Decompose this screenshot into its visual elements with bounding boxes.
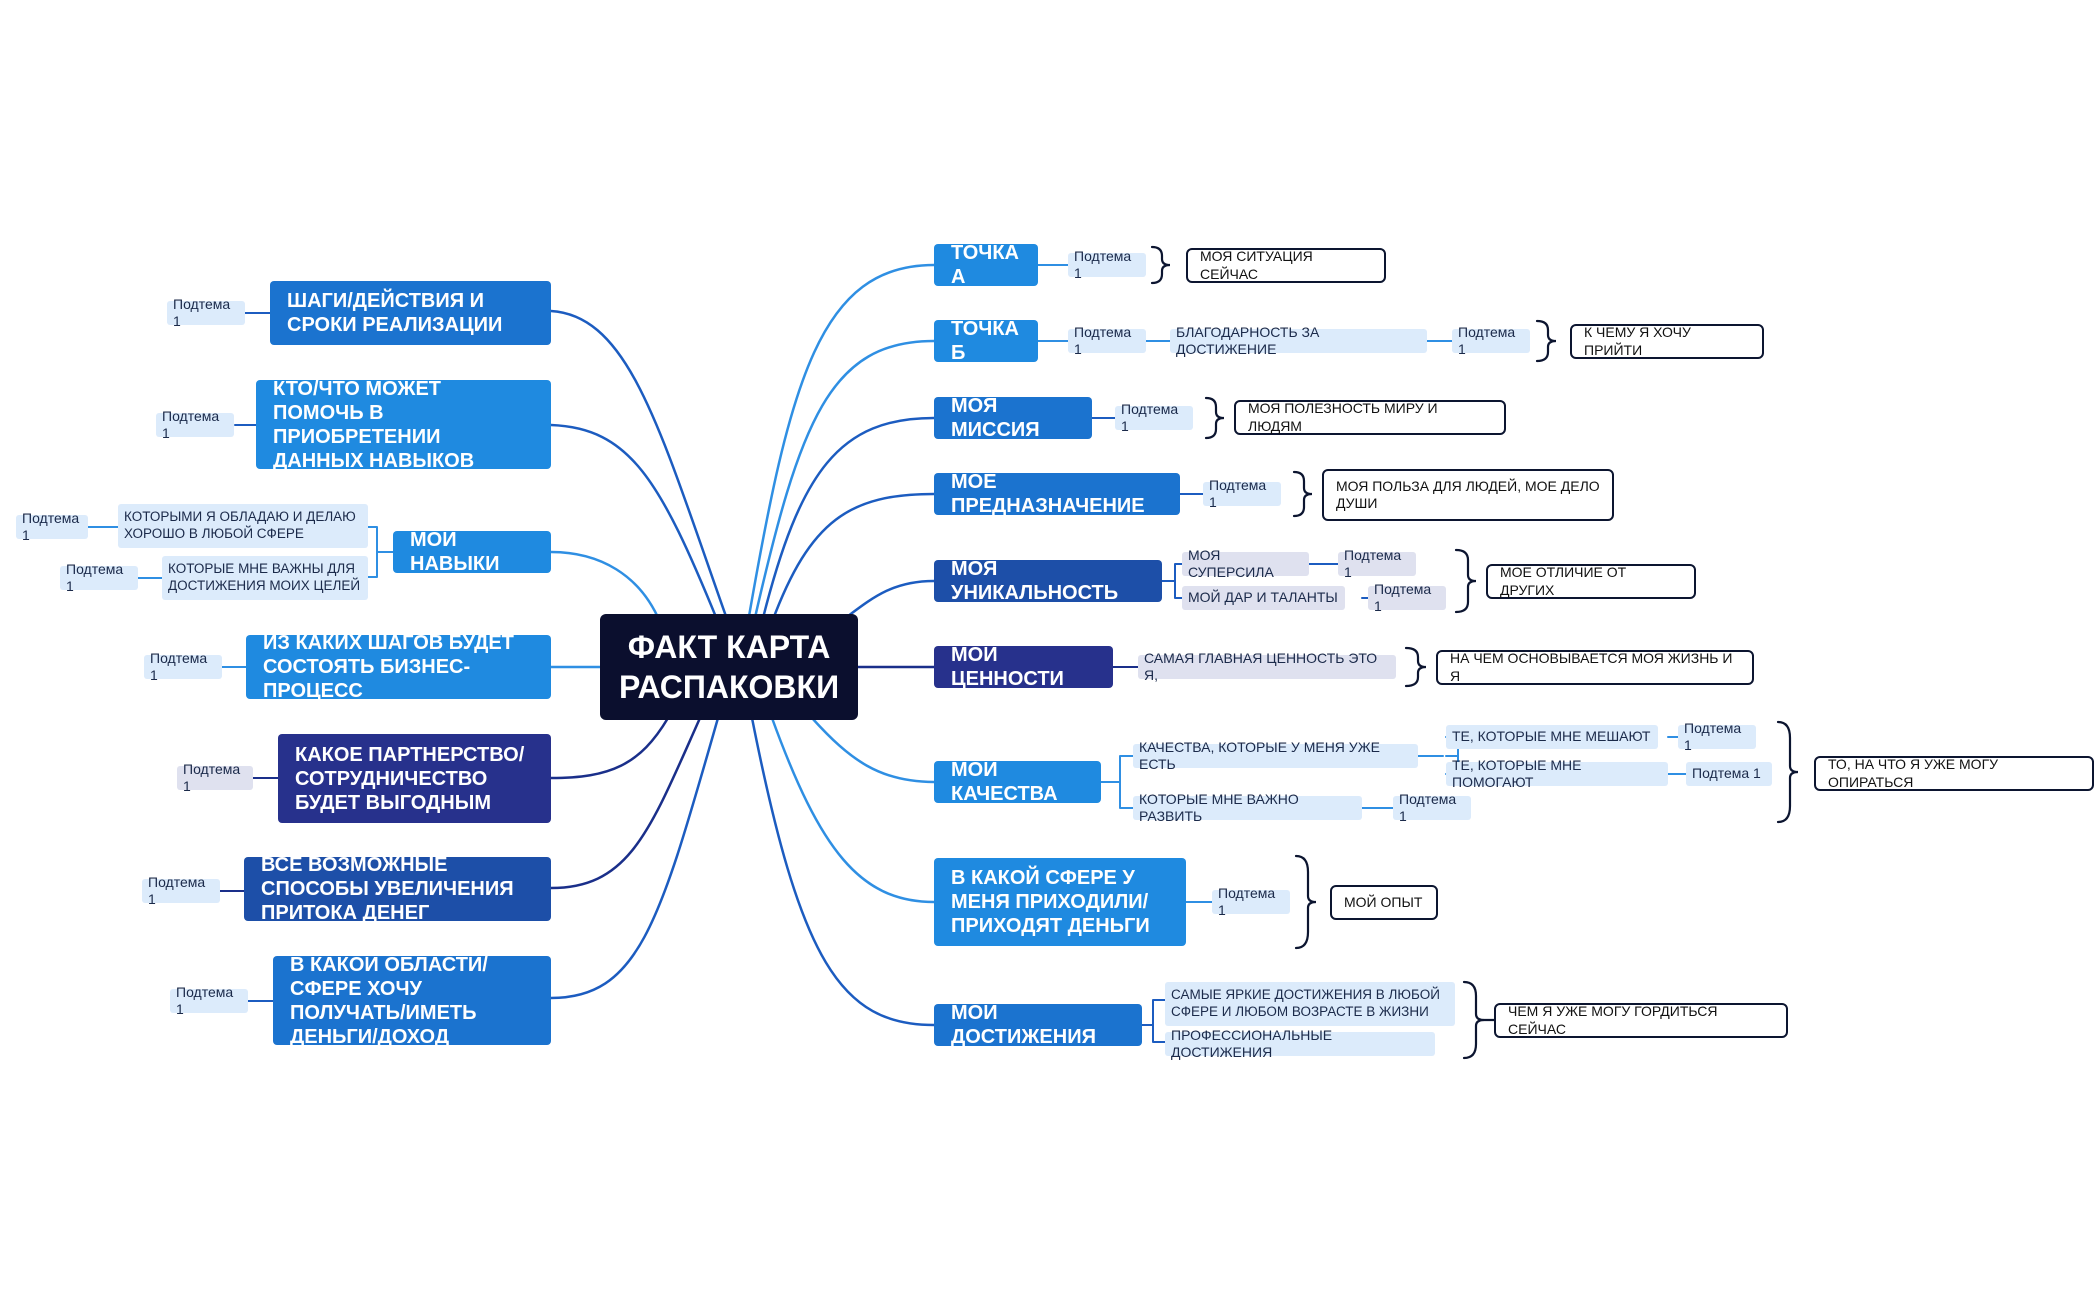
link-shagi — [549, 309, 730, 624]
summary-tochka-b[interactable]: К ЧЕМУ Я ХОЧУ ПРИЙТИ — [1570, 324, 1764, 359]
topic-tochka-a[interactable]: ТОЧКА А — [934, 242, 1038, 288]
brace-missiya — [1204, 396, 1225, 440]
summary-prednaz[interactable]: МОЯ ПОЛЬЗА ДЛЯ ЛЮДЕЙ, МОЕ ДЕЛО ДУШИ — [1322, 469, 1614, 521]
topic-shagov[interactable]: ИЗ КАКИХ ШАГОВ БУДЕТ СОСТОЯТЬ БИЗНЕС-ПРО… — [246, 632, 551, 702]
topic-kachestva[interactable]: МОИ КАЧЕСТВА — [934, 759, 1101, 805]
topic-missiya[interactable]: МОЯ МИССИЯ — [934, 395, 1092, 441]
link-tochka-a — [746, 263, 936, 624]
summary-kachestva[interactable]: ТО, НА ЧТО Я УЖЕ МОГУ ОПИРАТЬСЯ — [1814, 756, 2094, 791]
subtopic-partner[interactable]: Подтема 1 — [177, 761, 253, 794]
link-tochka-b — [752, 339, 936, 624]
brace-dostizh — [1462, 980, 1485, 1060]
topic-dostizh[interactable]: МОИ ДОСТИЖЕНИЯ — [934, 1002, 1142, 1048]
subtopic-kach-1[interactable]: КАЧЕСТВА, КОТОРЫЕ У МЕНЯ УЖЕ ЕСТЬ — [1133, 739, 1418, 772]
summary-tsennosti[interactable]: НА ЧЕМ ОСНОВЫВАЕТСЯ МОЯ ЖИЗНЬ И Я — [1436, 650, 1754, 685]
topic-partner[interactable]: КАКОЕ ПАРТНЕРСТВО/ СОТРУДНИЧЕСТВО БУДЕТ … — [278, 734, 551, 823]
subtopic-tochka-a[interactable]: Подтема 1 — [1068, 248, 1146, 281]
central-topic[interactable]: ФАКТ КАРТА РАСПАКОВКИ — [600, 614, 858, 720]
topic-oblast[interactable]: В КАКОЙ ОБЛАСТИ/СФЕРЕ ХОЧУ ПОЛУЧАТЬ/ИМЕТ… — [273, 954, 551, 1048]
link-dostizh — [750, 716, 936, 1027]
summary-sfera[interactable]: МОЙ ОПЫТ — [1330, 885, 1438, 920]
subtopic-navyki-2-child[interactable]: Подтема 1 — [60, 561, 138, 594]
link-kto — [549, 423, 720, 624]
brace-b — [1535, 319, 1557, 363]
topic-kto[interactable]: КТО/ЧТО МОЖЕТ ПОМОЧЬ В ПРИОБРЕТЕНИИ ДАНН… — [256, 378, 551, 472]
subtopic-tochka-b-child[interactable]: Подтема 1 — [1452, 324, 1530, 357]
link-oblast — [549, 716, 720, 1000]
subtopic-dostizh-1[interactable]: САМЫЕ ЯРКИЕ ДОСТИЖЕНИЯ В ЛЮБОЙ СФЕРЕ И Л… — [1165, 982, 1455, 1026]
subtopic-kach-1b[interactable]: ТЕ, КОТОРЫЕ МНЕ ПОМОГАЮТ — [1446, 757, 1668, 790]
subtopic-navyki-2[interactable]: КОТОРЫЕ МНЕ ВАЖНЫ ДЛЯ ДОСТИЖЕНИЯ МОИХ ЦЕ… — [162, 556, 368, 600]
subtopic-kach-2-child[interactable]: Подтема 1 — [1393, 791, 1471, 824]
subtopic-kach-1b-child[interactable]: Подтема 1 — [1686, 762, 1772, 786]
brace-kach — [1776, 720, 1799, 824]
topic-navyki[interactable]: МОИ НАВЫКИ — [393, 529, 551, 575]
subtopic-kto[interactable]: Подтема 1 — [156, 408, 234, 441]
subtopic-sposoby[interactable]: Подтема 1 — [142, 874, 220, 907]
subtopic-unik-1[interactable]: МОЯ СУПЕРСИЛА — [1182, 547, 1309, 580]
brace-sfera — [1294, 854, 1317, 950]
subtopic-prednaz[interactable]: Подтема 1 — [1203, 477, 1281, 510]
subtopic-shagi[interactable]: Подтема 1 — [167, 296, 245, 329]
topic-tsennosti[interactable]: МОИ ЦЕННОСТИ — [934, 644, 1113, 690]
subtopic-kach-2[interactable]: КОТОРЫЕ МНЕ ВАЖНО РАЗВИТЬ — [1133, 791, 1362, 824]
topic-sfera[interactable]: В КАКОЙ СФЕРЕ У МЕНЯ ПРИХОДИЛИ/ПРИХОДЯТ … — [934, 858, 1186, 946]
topic-shagi[interactable]: ШАГИ/ДЕЙСТВИЯ И СРОКИ РЕАЛИЗАЦИИ — [270, 281, 551, 345]
subtopic-unik-2-child[interactable]: Подтема 1 — [1368, 581, 1446, 614]
summary-unik[interactable]: МОЕ ОТЛИЧИЕ ОТ ДРУГИХ — [1486, 564, 1696, 599]
topic-tochka-b[interactable]: ТОЧКА Б — [934, 318, 1038, 364]
subtopic-tochka-b[interactable]: Подтема 1 — [1068, 324, 1146, 357]
subtopic-missiya[interactable]: Подтема 1 — [1115, 401, 1193, 434]
brace-unik — [1454, 548, 1477, 614]
brace-prednaz — [1292, 470, 1313, 518]
topic-sposoby[interactable]: ВСЕ ВОЗМОЖНЫЕ СПОСОБЫ УВЕЛИЧЕНИЯ ПРИТОКА… — [244, 854, 551, 924]
link-partner — [549, 716, 670, 780]
topic-unik[interactable]: МОЯ УНИКАЛЬНОСТЬ — [934, 558, 1162, 604]
link-sfera — [770, 716, 936, 904]
subtopic-tochka-b-blagodarnost[interactable]: БЛАГОДАРНОСТЬ ЗА ДОСТИЖЕНИЕ — [1170, 324, 1427, 357]
topic-prednaz[interactable]: МОЕ ПРЕДНАЗНАЧЕНИЕ — [934, 471, 1180, 517]
subtopic-kach-1a-child[interactable]: Подтема 1 — [1678, 720, 1756, 753]
subtopic-dostizh-2[interactable]: ПРОФЕССИОНАЛЬНЫЕ ДОСТИЖЕНИЯ — [1165, 1027, 1435, 1060]
summary-missiya[interactable]: МОЯ ПОЛЕЗНОСТЬ МИРУ И ЛЮДЯМ — [1234, 400, 1506, 435]
summary-tochka-a[interactable]: МОЯ СИТУАЦИЯ СЕЙЧАС — [1186, 248, 1386, 283]
subtopic-kach-1a[interactable]: ТЕ, КОТОРЫЕ МНЕ МЕШАЮТ — [1446, 725, 1658, 749]
link-navyki — [549, 550, 662, 624]
subtopic-navyki-1-child[interactable]: Подтема 1 — [16, 510, 88, 543]
subtopic-tsennosti[interactable]: САМАЯ ГЛАВНАЯ ЦЕННОСТЬ ЭТО Я, — [1138, 650, 1396, 683]
subtopic-unik-1-child[interactable]: Подтема 1 — [1338, 547, 1416, 580]
subtopic-shagov[interactable]: Подтема 1 — [144, 650, 222, 683]
brace-a — [1150, 245, 1171, 285]
link-sposoby — [549, 716, 702, 890]
summary-dostizh[interactable]: ЧЕМ Я УЖЕ МОГУ ГОРДИТЬСЯ СЕЙЧАС — [1494, 1003, 1788, 1038]
subtopic-oblast[interactable]: Подтема 1 — [170, 984, 248, 1017]
subtopic-sfera[interactable]: Подтема 1 — [1212, 885, 1290, 918]
brace-tsennosti — [1404, 646, 1427, 688]
subtopic-navyki-1[interactable]: КОТОРЫМИ Я ОБЛАДАЮ И ДЕЛАЮ ХОРОШО В ЛЮБО… — [118, 504, 368, 548]
link-kachestva — [810, 716, 936, 784]
subtopic-unik-2[interactable]: МОЙ ДАР И ТАЛАНТЫ — [1182, 586, 1345, 610]
link-prednaz — [770, 492, 936, 624]
link-missiya — [760, 416, 936, 624]
